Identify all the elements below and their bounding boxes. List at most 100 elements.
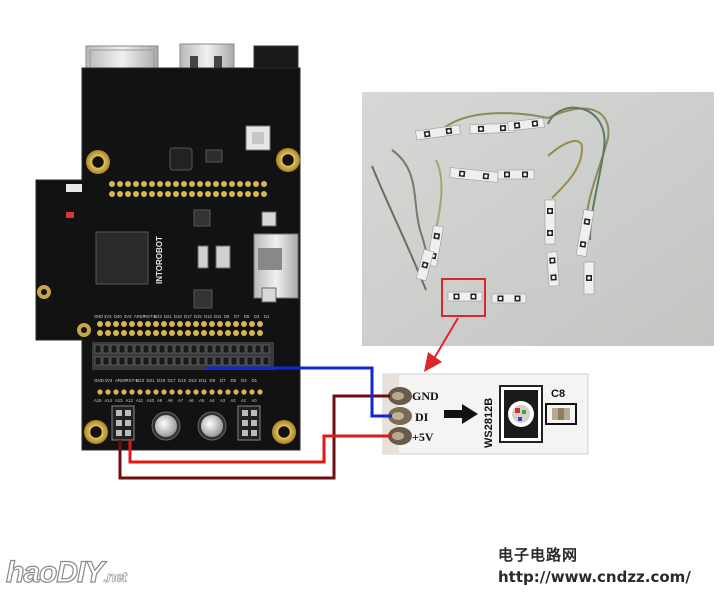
pin-label: D13 xyxy=(189,378,198,383)
header-pin xyxy=(262,356,270,366)
pin-pad xyxy=(225,330,231,336)
pin-pad xyxy=(121,321,127,327)
wires xyxy=(118,366,392,480)
pin-pad xyxy=(185,321,191,327)
header-pin xyxy=(174,344,182,354)
pin-pad xyxy=(249,389,255,395)
pin-pad xyxy=(213,181,219,187)
pin-pad xyxy=(97,330,103,336)
pin-label: D13 xyxy=(204,314,212,319)
header-pin xyxy=(102,356,110,366)
pin-pad xyxy=(205,181,211,187)
header-pin xyxy=(254,356,262,366)
pin-pad xyxy=(121,330,127,336)
cap-label: C8 xyxy=(551,388,565,400)
pin-pad xyxy=(213,191,219,197)
led-segment xyxy=(583,261,595,295)
pin-pad xyxy=(225,321,231,327)
pin-pad xyxy=(225,389,231,395)
strip-closeup: GND DI +5V WS2812B C8 xyxy=(382,373,589,455)
pin-label: D7 xyxy=(220,378,226,383)
pin-pad xyxy=(217,321,223,327)
header-pin xyxy=(110,356,118,366)
pin-pad xyxy=(129,330,135,336)
header-pin xyxy=(238,344,246,354)
pin-label: 3V3 xyxy=(124,314,132,319)
pin-label: A8 xyxy=(168,398,174,403)
small-chip xyxy=(193,289,213,309)
pin-pad xyxy=(161,330,167,336)
header-pin xyxy=(158,344,166,354)
pin-pad xyxy=(209,321,215,327)
pin-pad xyxy=(233,389,239,395)
pin-label: A6 xyxy=(189,398,195,403)
header-pin xyxy=(242,420,248,426)
pin-pad xyxy=(221,181,227,187)
pin-label: D19 xyxy=(157,378,166,383)
header-pin xyxy=(238,356,246,366)
pin-label-5v: +5V xyxy=(412,430,434,444)
pin-label: A7 xyxy=(178,398,184,403)
pin-pad xyxy=(201,330,207,336)
pin-label: D5 xyxy=(244,314,250,319)
pin-pad xyxy=(245,181,251,187)
pin-pad xyxy=(153,321,159,327)
pin-pad xyxy=(105,330,111,336)
header-pin xyxy=(222,356,230,366)
pin-label: A2 xyxy=(231,398,237,403)
board-brand: INTOROBOT xyxy=(155,236,164,284)
pin-pad xyxy=(173,181,179,187)
pin-label: D40 xyxy=(114,314,122,319)
pin-label: GND xyxy=(94,378,104,383)
pin-pad xyxy=(249,321,255,327)
pin-label: A11 xyxy=(136,398,144,403)
logo-tld: .net xyxy=(103,569,127,587)
pin-pad xyxy=(257,389,263,395)
logo-main: haoDIY xyxy=(5,555,105,589)
pin-pad xyxy=(161,321,167,327)
pin-pad xyxy=(253,191,259,197)
callout-arrow xyxy=(424,317,459,372)
header-pin xyxy=(206,356,214,366)
pin-pad xyxy=(153,330,159,336)
pin-pad xyxy=(241,321,247,327)
pin-pad xyxy=(137,330,143,336)
pin-label: D1 xyxy=(252,378,258,383)
pin-pad xyxy=(193,389,199,395)
header-pin xyxy=(166,356,174,366)
pin-label: D9 xyxy=(210,378,216,383)
pin-pad xyxy=(237,181,243,187)
pin-label-gnd: GND xyxy=(412,389,439,403)
pin-pad xyxy=(257,330,263,336)
pin-pad xyxy=(241,330,247,336)
pin-pad xyxy=(145,321,151,327)
header-pin xyxy=(246,344,254,354)
header-pin xyxy=(150,344,158,354)
push-button xyxy=(261,211,277,227)
data-wire xyxy=(206,366,392,418)
pin-pad xyxy=(165,181,171,187)
pin-pad xyxy=(113,330,119,336)
header-pin xyxy=(116,410,122,416)
pin-pad xyxy=(133,191,139,197)
header-pin xyxy=(214,356,222,366)
pin-pad xyxy=(169,321,175,327)
pin-pad xyxy=(137,389,143,395)
pin-pad xyxy=(193,330,199,336)
pin-pad xyxy=(253,181,259,187)
header-pin xyxy=(182,356,190,366)
pin-label: D11 xyxy=(214,314,222,319)
header-pin xyxy=(174,356,182,366)
mcu-chip xyxy=(95,231,149,285)
pin-label: D7 xyxy=(234,314,240,319)
header-pin xyxy=(118,344,126,354)
callout-box xyxy=(441,278,486,317)
led-segment xyxy=(507,117,545,132)
pin-pad xyxy=(177,321,183,327)
header-pin xyxy=(102,344,110,354)
pin-pad xyxy=(153,389,159,395)
pin-pad xyxy=(261,191,267,197)
header-pin xyxy=(94,344,102,354)
bottom-left-header xyxy=(111,405,135,441)
